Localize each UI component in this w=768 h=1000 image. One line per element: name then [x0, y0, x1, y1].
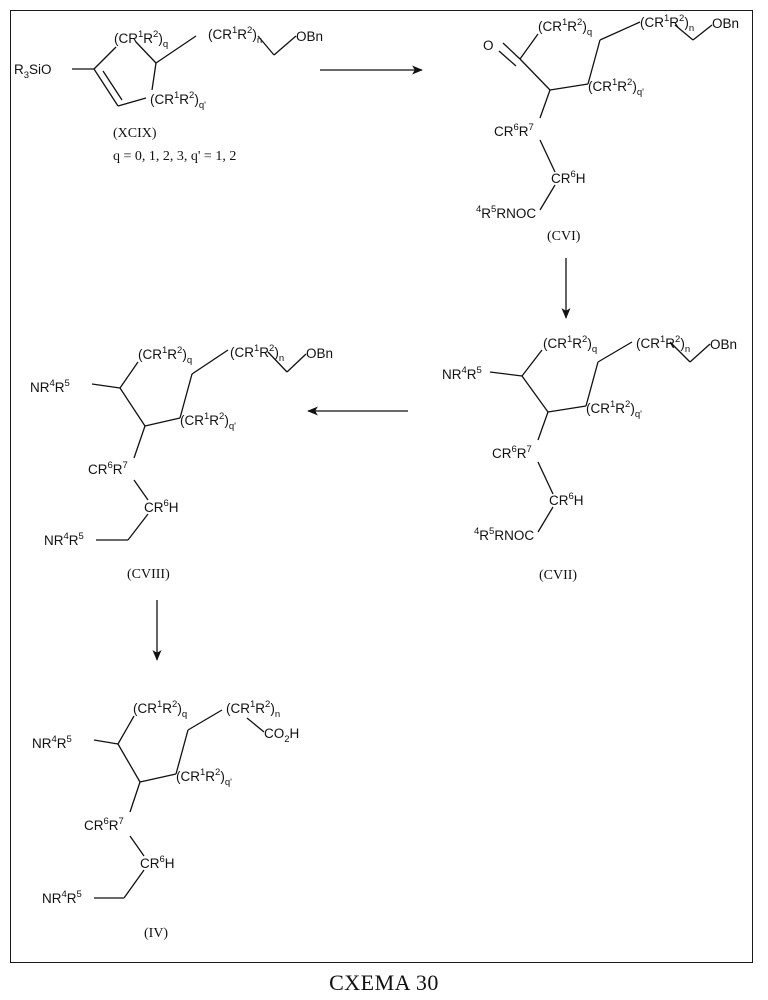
cviii-bonds — [92, 350, 306, 540]
cvi-cr6h-label: CR6H — [551, 169, 586, 186]
cvii-obn-label: OBn — [710, 337, 737, 352]
iv-amine2-label: NR4R5 — [42, 889, 82, 906]
cviii-cr-q-label: (CR1R2)q — [138, 345, 192, 366]
cviii-compound-label: (CVIII) — [127, 567, 170, 582]
cviii-obn-label: OBn — [306, 346, 333, 361]
iv-cr6h-label: CR6H — [140, 854, 175, 871]
cvi-cr6r7-label: CR6R7 — [494, 122, 534, 139]
iv-cr-qprime-label: (CR1R2)q' — [176, 767, 232, 788]
cvi-amide-label: 4R5RNOC — [476, 204, 536, 221]
cviii-cr6r7-label: CR6R7 — [88, 460, 128, 477]
cvii-bonds — [490, 342, 710, 532]
iv-cr-n-label: (CR1R2)n — [226, 699, 280, 720]
xcix-index-note: q = 0, 1, 2, 3, q' = 1, 2 — [113, 149, 236, 164]
cvii-cr6r7-label: CR6R7 — [492, 444, 532, 461]
compound-cviii: NR4R5 (CR1R2)q (CR1R2)n OBn (CR1R2)q' CR… — [30, 343, 333, 582]
iv-cr-q-label: (CR1R2)q — [133, 699, 187, 720]
iv-amine-label: NR4R5 — [32, 734, 72, 751]
cvi-bonds — [499, 22, 712, 210]
xcix-obn-label: OBn — [296, 29, 323, 44]
iv-cr6r7-label: CR6R7 — [84, 816, 124, 833]
iv-bonds — [94, 710, 264, 898]
compound-iv: NR4R5 (CR1R2)q (CR1R2)n CO2H (CR1R2)q' C… — [32, 699, 299, 941]
cviii-amine2-label: NR4R5 — [44, 531, 84, 548]
cvi-cr-qprime-label: (CR1R2)q' — [588, 77, 644, 98]
iv-carboxylic-acid-label: CO2H — [264, 726, 299, 745]
cviii-amine-label: NR4R5 — [30, 378, 70, 395]
xcix-cr-qprime-label: (CR1R2)q' — [150, 90, 206, 111]
cvi-compound-label: (CVI) — [547, 229, 581, 244]
xcix-silyloxy-label: R3SiO — [14, 62, 52, 81]
cvi-cr-n-label: (CR1R2)n — [640, 13, 694, 34]
cvii-cr-qprime-label: (CR1R2)q' — [586, 399, 642, 420]
cvi-ketone-oxygen-label: O — [483, 38, 494, 53]
cviii-cr6h-label: CR6H — [144, 498, 179, 515]
cvii-amide-label: 4R5RNOC — [474, 526, 534, 543]
cviii-cr-qprime-label: (CR1R2)q' — [180, 411, 236, 432]
cvi-obn-label: OBn — [712, 16, 739, 31]
cvii-compound-label: (CVII) — [539, 568, 577, 583]
compound-cvii: NR4R5 (CR1R2)q (CR1R2)n OBn (CR1R2)q' CR… — [442, 334, 737, 583]
iv-compound-label: (IV) — [144, 926, 168, 941]
compound-cvi: O (CR1R2)q (CR1R2)n OBn (CR1R2)q' CR6R7 … — [476, 13, 739, 244]
cvii-cr-q-label: (CR1R2)q — [543, 334, 597, 355]
cvi-cr-q-label: (CR1R2)q — [538, 17, 592, 38]
compound-xcix: R3SiO (CR1R2)q (CR1R2)n OBn (CR1R2)q' (X… — [14, 25, 323, 164]
scheme-caption: CXEMA 30 — [0, 970, 768, 996]
cvii-amine-label: NR4R5 — [442, 365, 482, 382]
xcix-compound-label: (XCIX) — [113, 126, 157, 141]
xcix-cr-n-label: (CR1R2)n — [208, 25, 262, 46]
cvii-cr6h-label: CR6H — [549, 491, 584, 508]
cvii-cr-n-label: (CR1R2)n — [636, 334, 690, 355]
